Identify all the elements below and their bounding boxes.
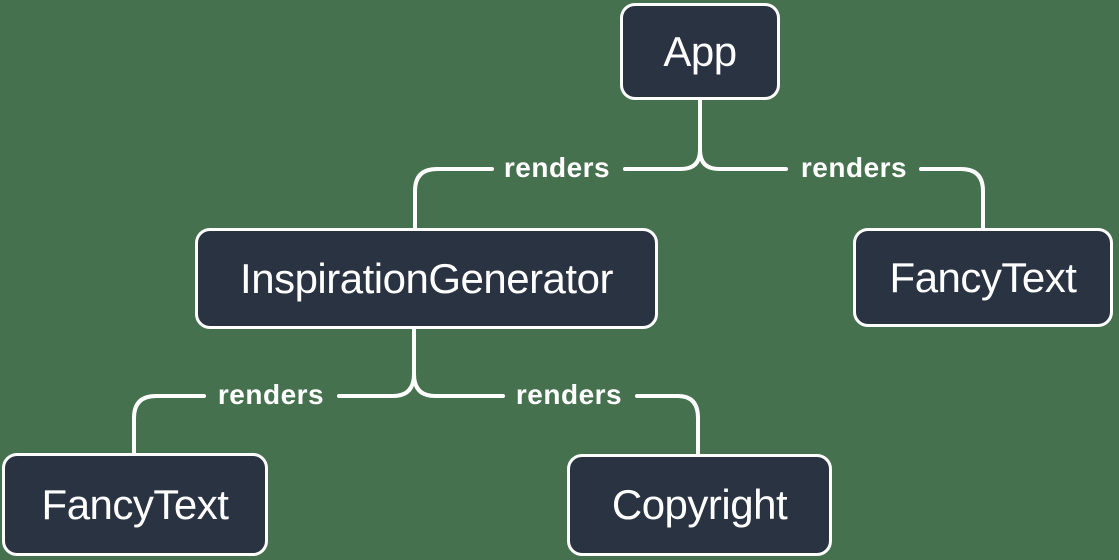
node-fancytext-top: FancyText <box>853 228 1113 327</box>
connector-inspirationgenerator-copyright <box>412 327 700 457</box>
node-copyright-label: Copyright <box>611 481 788 528</box>
connector-inspirationgenerator-copyright-stem <box>412 327 505 398</box>
node-app: App <box>620 3 780 100</box>
connector-app-fancytext-elbow <box>919 167 985 231</box>
edge-label-inspirationgenerator-fancytext: renders <box>217 379 325 410</box>
node-inspiration-generator: InspirationGenerator <box>195 228 658 329</box>
node-copyright: Copyright <box>567 454 832 556</box>
edge-label-app-fancytext: renders <box>800 152 908 183</box>
edge-label-app-inspirationgenerator: renders <box>503 152 611 183</box>
node-fancytext-bottom: FancyText <box>2 453 268 556</box>
node-app-label: App <box>663 27 737 75</box>
edge-label-inspirationgenerator-copyright: renders <box>515 379 623 410</box>
node-fancytext-top-label: FancyText <box>889 253 1077 301</box>
connector-inspirationgenerator-copyright-elbow <box>635 394 700 457</box>
node-fancytext-bottom-label: FancyText <box>41 480 229 528</box>
node-inspiration-generator-label: InspirationGenerator <box>240 254 613 302</box>
connector-app-inspirationgenerator-elbow <box>413 167 494 231</box>
connector-inspirationgenerator-fancytext-elbow <box>132 394 206 456</box>
connector-app-fancytext <box>698 97 985 231</box>
connector-app-inspirationgenerator-stem <box>623 97 702 171</box>
connector-inspirationgenerator-fancytext-stem <box>337 327 416 398</box>
connector-app-fancytext-stem <box>698 97 788 171</box>
